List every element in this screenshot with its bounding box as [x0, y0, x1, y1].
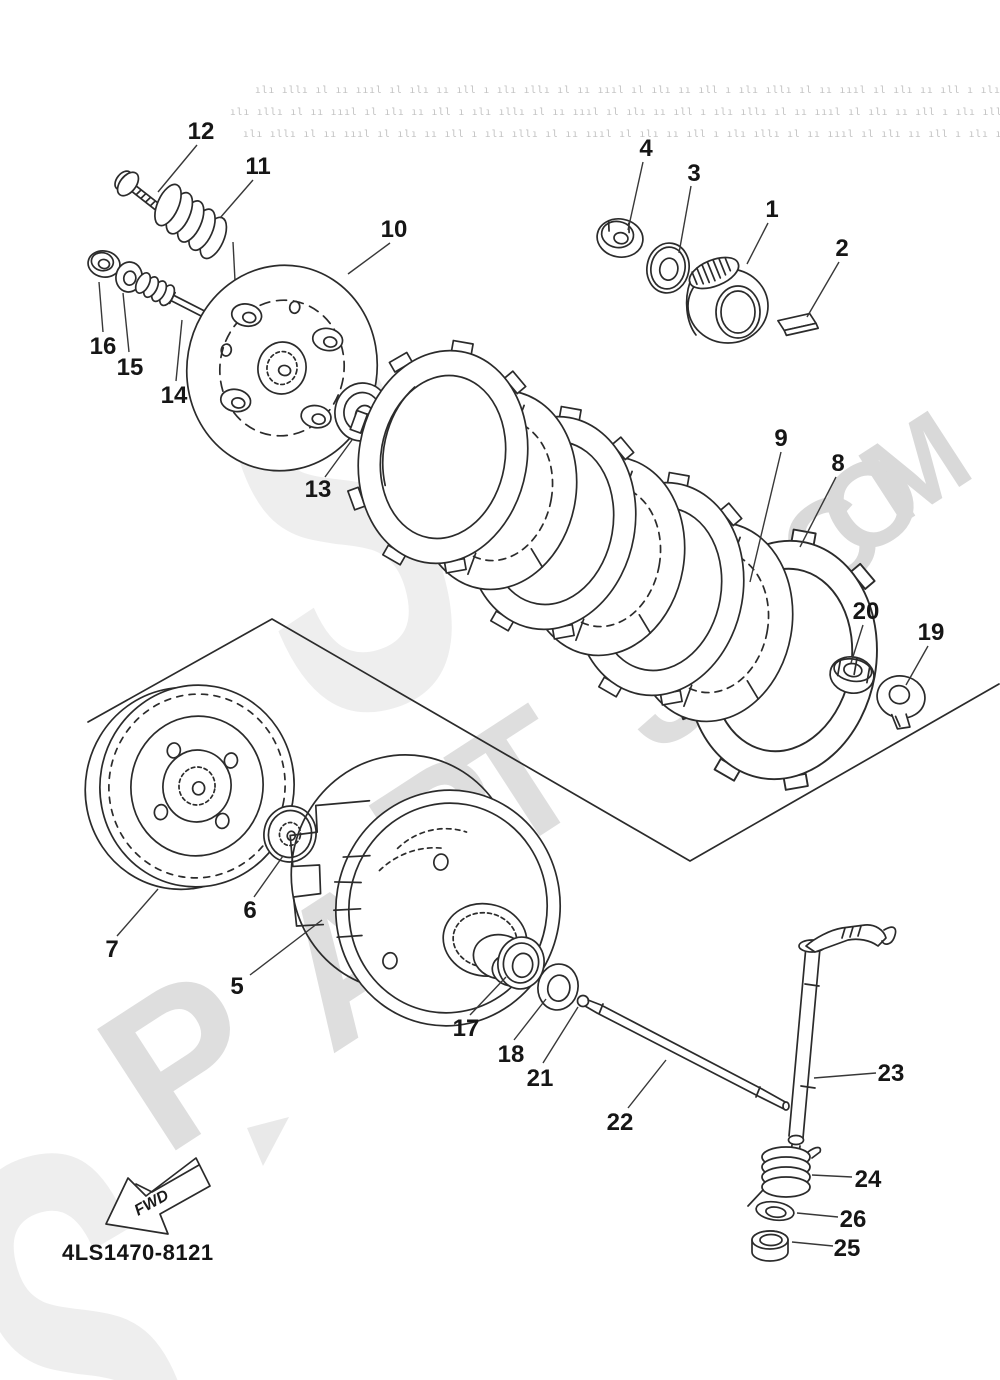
leader-14: [175, 319, 183, 382]
leader-23: [813, 1072, 877, 1079]
callout-10: 10: [381, 216, 408, 243]
part-26-washer: [755, 1200, 795, 1222]
callout-8: 8: [831, 450, 844, 477]
callout-19: 19: [918, 619, 945, 646]
part-3-washer: [646, 242, 690, 294]
callout-13: 13: [305, 476, 332, 503]
leader-17: [469, 976, 507, 1016]
callout-2: 2: [835, 235, 848, 262]
leader-18: [513, 998, 547, 1041]
leader-8: [799, 476, 837, 548]
callout-leader-lines: [98, 144, 929, 1247]
part-1-clutch-boss: [685, 256, 769, 344]
callout-15: 15: [117, 354, 144, 381]
subassembly-parallelogram: [87, 618, 1000, 862]
leader-25: [791, 1241, 834, 1247]
callout-9: 9: [774, 425, 787, 452]
leader-20: [850, 624, 864, 664]
part-7-primary-driven-gear: [84, 684, 295, 891]
callout-18: 18: [498, 1041, 525, 1068]
leader-10: [347, 242, 391, 275]
leader-13: [324, 439, 353, 478]
part-11-clutch-spring: [154, 183, 228, 260]
callout-6: 6: [243, 897, 256, 924]
watermark-fragment: [247, 1117, 289, 1166]
leader-5: [249, 919, 323, 976]
leader-6: [253, 855, 284, 898]
watermark-tile-row-1: ılı ıllı ıl ıı ıııl ıl ılı ıı ıll ı ılı …: [255, 85, 1000, 96]
part-2-straight-key: [777, 312, 820, 337]
callout-labels: 12 11 10 4 3 1 2 16 15 14 13 9 8 20 19 7…: [90, 118, 945, 1262]
callout-3: 3: [687, 160, 700, 187]
leader-2: [806, 261, 840, 318]
part-14-push-screw: [134, 271, 210, 320]
part-21-ball: [576, 994, 590, 1008]
part-12-spring-bolt: [114, 170, 161, 212]
callout-7: 7: [105, 936, 118, 963]
watermark-tile-row-2: ılı ıllı ıl ıı ıııl ıl ılı ıı ıll ı ılı …: [230, 107, 1000, 118]
callout-14: 14: [161, 382, 188, 409]
callout-26: 26: [840, 1206, 867, 1233]
leader-12: [157, 144, 198, 193]
callout-20: 20: [853, 598, 880, 625]
callout-1: 1: [765, 196, 778, 223]
part-23-push-lever: [787, 924, 897, 1166]
callout-22: 22: [607, 1109, 634, 1136]
callout-12: 12: [188, 118, 215, 145]
leader-19: [905, 645, 929, 686]
part-10-pressure-plate: [185, 264, 379, 472]
diagram-part-code: 4LS1470-8121: [62, 1240, 214, 1265]
leader-26: [796, 1212, 839, 1218]
part-6-washer: [263, 805, 317, 863]
part-22-push-rod: [584, 999, 790, 1111]
part-25-bushing: [751, 1230, 789, 1262]
part-16-nut: [87, 250, 121, 278]
part-17-washer: [497, 936, 545, 990]
part-20-nut: [829, 656, 875, 694]
callout-4: 4: [639, 135, 653, 162]
leader-9: [749, 451, 782, 583]
leader-3: [678, 185, 692, 254]
part-18-washer: [537, 963, 579, 1011]
part-19-lock-washer: [876, 675, 926, 730]
fwd-arrow: FWD: [105, 1157, 211, 1235]
part-4-nut: [596, 218, 644, 258]
leader-21: [542, 1006, 579, 1064]
callout-5: 5: [230, 973, 243, 1000]
leader-4: [627, 161, 644, 231]
callout-21: 21: [527, 1065, 554, 1092]
leader-7: [116, 888, 159, 937]
watermark-tile-row-3: ılı ıllı ıl ıı ıııl ıl ılı ıı ıll ı ılı …: [243, 129, 1000, 140]
leader-16: [98, 281, 104, 333]
callout-17: 17: [453, 1015, 480, 1042]
leader-1: [746, 222, 769, 265]
callout-11: 11: [245, 153, 270, 180]
callout-24: 24: [855, 1166, 882, 1193]
callout-16: 16: [90, 333, 117, 360]
diagram-line-art: FWD: [84, 170, 1000, 1262]
callout-25: 25: [834, 1235, 861, 1262]
leader-15: [122, 292, 130, 353]
leader-22: [627, 1059, 667, 1109]
callout-23: 23: [878, 1060, 905, 1087]
part-24-spring: [747, 1146, 822, 1207]
leader-11: [219, 179, 254, 219]
leader-24: [811, 1174, 853, 1178]
